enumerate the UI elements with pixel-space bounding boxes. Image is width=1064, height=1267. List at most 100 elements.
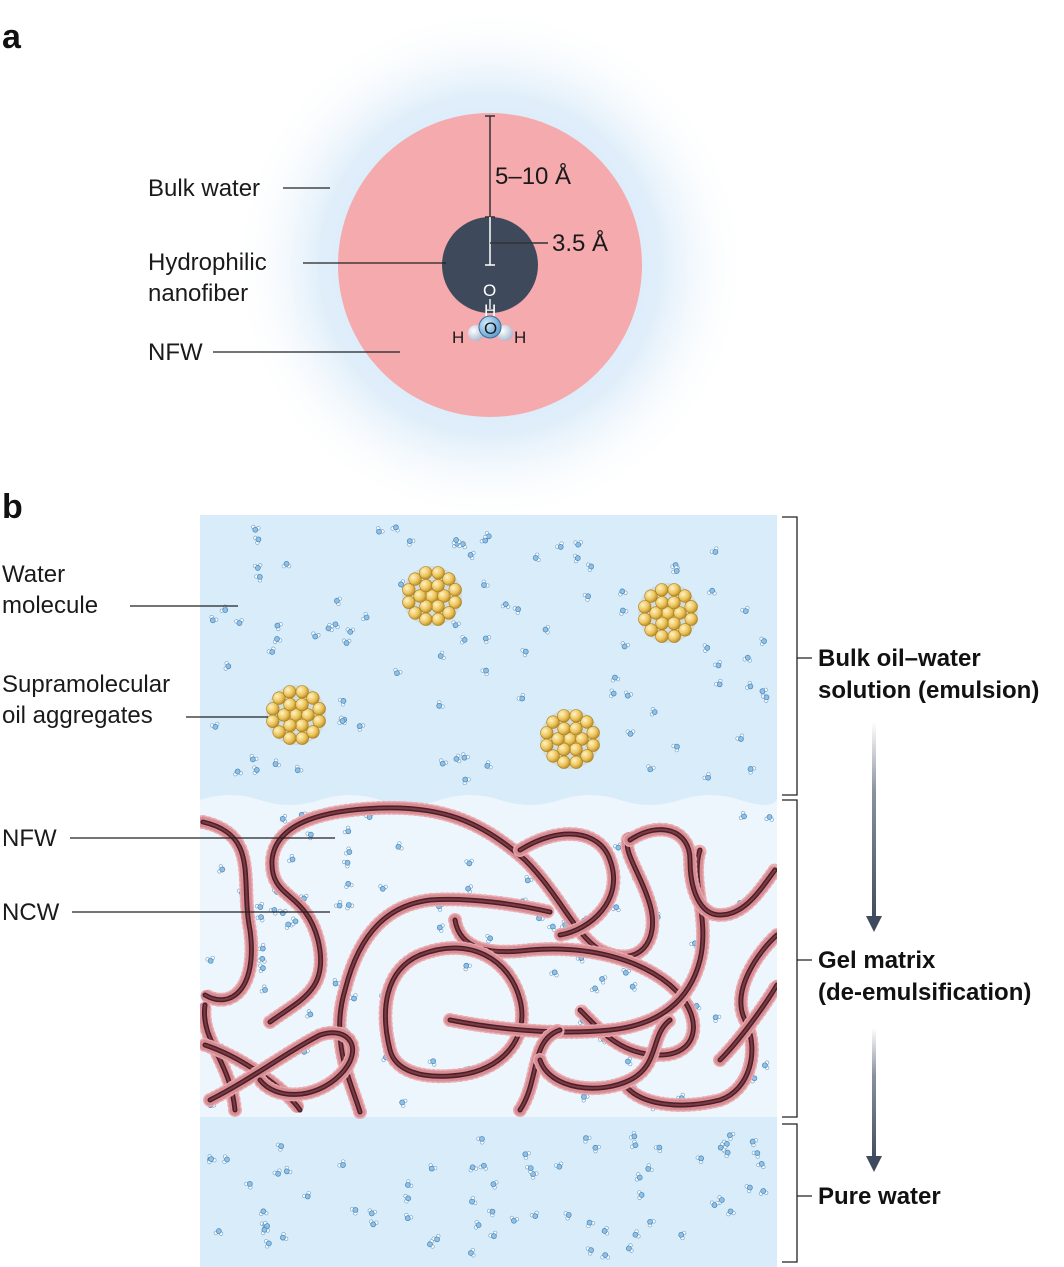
water-molecule xyxy=(252,563,263,571)
hydrophilic-label-1: Hydrophilic xyxy=(148,249,267,276)
water-molecule xyxy=(749,1138,758,1148)
water-molecule xyxy=(592,1144,601,1154)
oil-aggregate xyxy=(638,583,698,643)
water-molecule xyxy=(222,1154,230,1164)
nanofiber-strand xyxy=(203,1025,360,1107)
water-molecule xyxy=(467,550,476,561)
water-molecule xyxy=(709,1200,720,1208)
water-molecule xyxy=(405,1179,414,1189)
water-molecule xyxy=(428,1163,438,1172)
water-molecule xyxy=(205,955,215,964)
process-arrow-2 xyxy=(866,1028,882,1172)
water-molecule xyxy=(356,723,366,732)
water-molecule xyxy=(403,1193,412,1204)
wave-bottom xyxy=(200,1117,777,1130)
stage-pure-label: Pure water xyxy=(818,1183,941,1210)
water-molecule xyxy=(609,688,617,699)
water-molecule xyxy=(217,864,226,874)
nanofiber-strand xyxy=(713,978,777,1067)
water-molecule xyxy=(735,733,745,742)
water-molecule xyxy=(589,985,600,994)
nanofiber-strand xyxy=(332,892,557,1119)
hydrophilic-label-2: nanofiber xyxy=(148,280,248,307)
water-molecule xyxy=(261,1226,270,1236)
bulk-water-label: Bulk water xyxy=(148,175,260,202)
bracket-pure xyxy=(782,1123,812,1263)
water-molecule xyxy=(274,622,283,632)
water-molecule xyxy=(618,588,628,597)
water-molecule xyxy=(620,641,630,650)
water-molecule xyxy=(671,565,680,575)
water-molecule xyxy=(437,650,446,661)
water-molecule xyxy=(275,1142,285,1152)
water-molecule xyxy=(600,1252,610,1260)
water-molecule xyxy=(479,535,489,544)
oil-aggregate xyxy=(402,566,462,626)
water-molecule xyxy=(637,1190,645,1200)
water-molecule xyxy=(287,853,296,863)
atom-h-left: H xyxy=(452,328,464,347)
water-molecule xyxy=(585,1246,594,1256)
water-molecule-icon: O H O H H xyxy=(452,281,526,347)
water-molecule xyxy=(678,1230,687,1241)
water-molecule xyxy=(451,620,461,629)
supra-label-2: oil aggregates xyxy=(2,702,153,729)
water-molecule xyxy=(707,587,717,596)
water-molecule xyxy=(520,648,529,658)
water-molecule xyxy=(465,884,473,894)
water-molecule xyxy=(342,825,352,835)
water-molecule xyxy=(572,553,581,564)
water-molecule xyxy=(764,814,774,822)
nanofiber-strand xyxy=(200,815,259,1007)
water-molecule xyxy=(404,1212,414,1222)
water-molecule xyxy=(266,646,276,655)
water-molecule xyxy=(480,667,489,677)
dim-outer-label: 5–10 Å xyxy=(495,162,571,190)
bracket-emulsion xyxy=(782,516,812,796)
water-molecule xyxy=(207,1156,217,1165)
water-molecule xyxy=(219,604,229,613)
water-molecule xyxy=(341,638,352,646)
water-molecule xyxy=(649,706,658,717)
water-molecule xyxy=(378,884,388,892)
water-molecule xyxy=(630,1139,639,1149)
stage-emulsion-label-2: solution (emulsion) xyxy=(818,677,1039,704)
water-molecule xyxy=(252,765,260,775)
water-molecule xyxy=(291,916,299,927)
water-molecule xyxy=(709,546,719,555)
water-molecule xyxy=(482,635,492,644)
water-molecule xyxy=(629,982,638,992)
water-molecule xyxy=(646,764,656,773)
water-molecule xyxy=(542,624,550,635)
water-molecule xyxy=(461,752,470,761)
water-molecule xyxy=(712,1014,722,1023)
water-molecule xyxy=(209,614,219,624)
water-molecule xyxy=(623,690,634,699)
water-molecule xyxy=(344,846,353,856)
water-molecule xyxy=(399,1098,408,1108)
stage-emulsion-label-1: Bulk oil–water xyxy=(818,645,981,672)
water-molecule xyxy=(283,1165,293,1175)
water-molecule xyxy=(469,1196,478,1206)
supra-label-1: Supramolecular xyxy=(2,671,170,698)
process-arrow-1 xyxy=(866,722,882,932)
atom-h-top: H xyxy=(484,301,496,320)
water-molecule xyxy=(281,561,292,569)
water-molecule xyxy=(393,667,403,676)
oil-aggregate-group xyxy=(266,566,698,769)
nfw-label-b: NFW xyxy=(2,825,57,852)
water-molecule xyxy=(255,914,265,923)
water-molecule xyxy=(468,1247,476,1258)
water-molecule xyxy=(272,636,283,644)
water-molecule xyxy=(628,1130,638,1140)
water-molecule xyxy=(645,1163,654,1173)
water-molecule xyxy=(376,526,385,535)
water-molecule xyxy=(272,758,281,768)
water-molecule xyxy=(516,692,526,702)
water-molecule xyxy=(427,1058,437,1067)
water-molecule xyxy=(330,621,340,630)
water-molecule xyxy=(611,904,621,913)
water-molecule xyxy=(406,538,416,547)
nanofiber-strand xyxy=(618,928,777,1112)
water-molecule xyxy=(601,1226,610,1236)
